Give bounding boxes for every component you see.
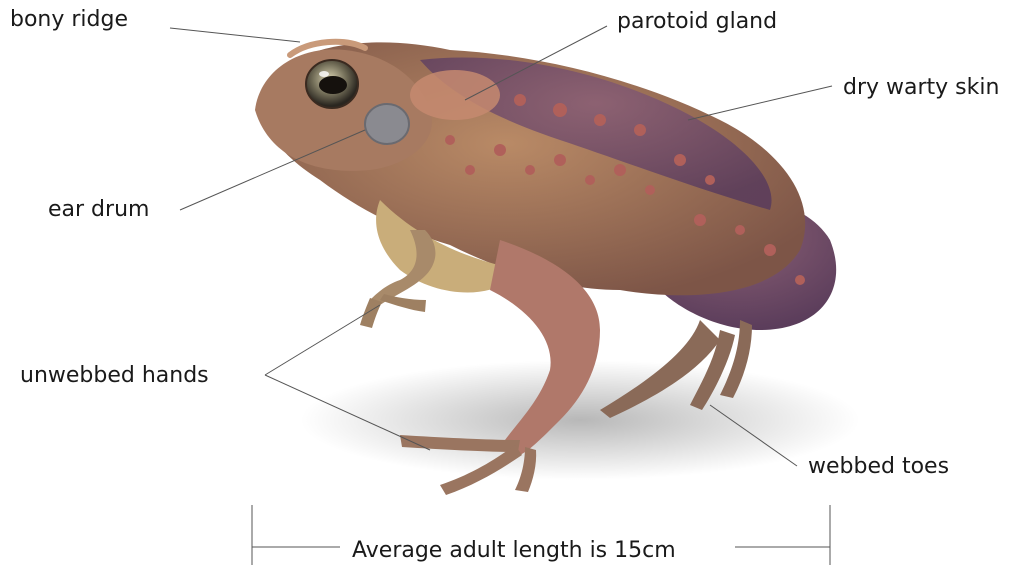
pupil (319, 76, 347, 94)
ear-drum (365, 104, 409, 144)
label-unwebbed-hands: unwebbed hands (20, 365, 209, 387)
finger (380, 294, 426, 312)
label-webbed-toes: webbed toes (808, 456, 949, 478)
leader-dry-warty-skin (688, 86, 832, 120)
leader-bony-ridge (170, 28, 300, 42)
label-ear-drum: ear drum (48, 199, 149, 221)
label-average-length: Average adult length is 15cm (352, 540, 676, 562)
parotoid-gland (410, 70, 500, 120)
label-parotoid-gland: parotoid gland (617, 11, 777, 33)
leader-unwebbed-hands-1 (265, 305, 380, 375)
finger (360, 298, 382, 328)
label-bony-ridge: bony ridge (10, 9, 128, 31)
label-dry-warty-skin: dry warty skin (843, 77, 999, 99)
eye-highlight (319, 71, 329, 77)
